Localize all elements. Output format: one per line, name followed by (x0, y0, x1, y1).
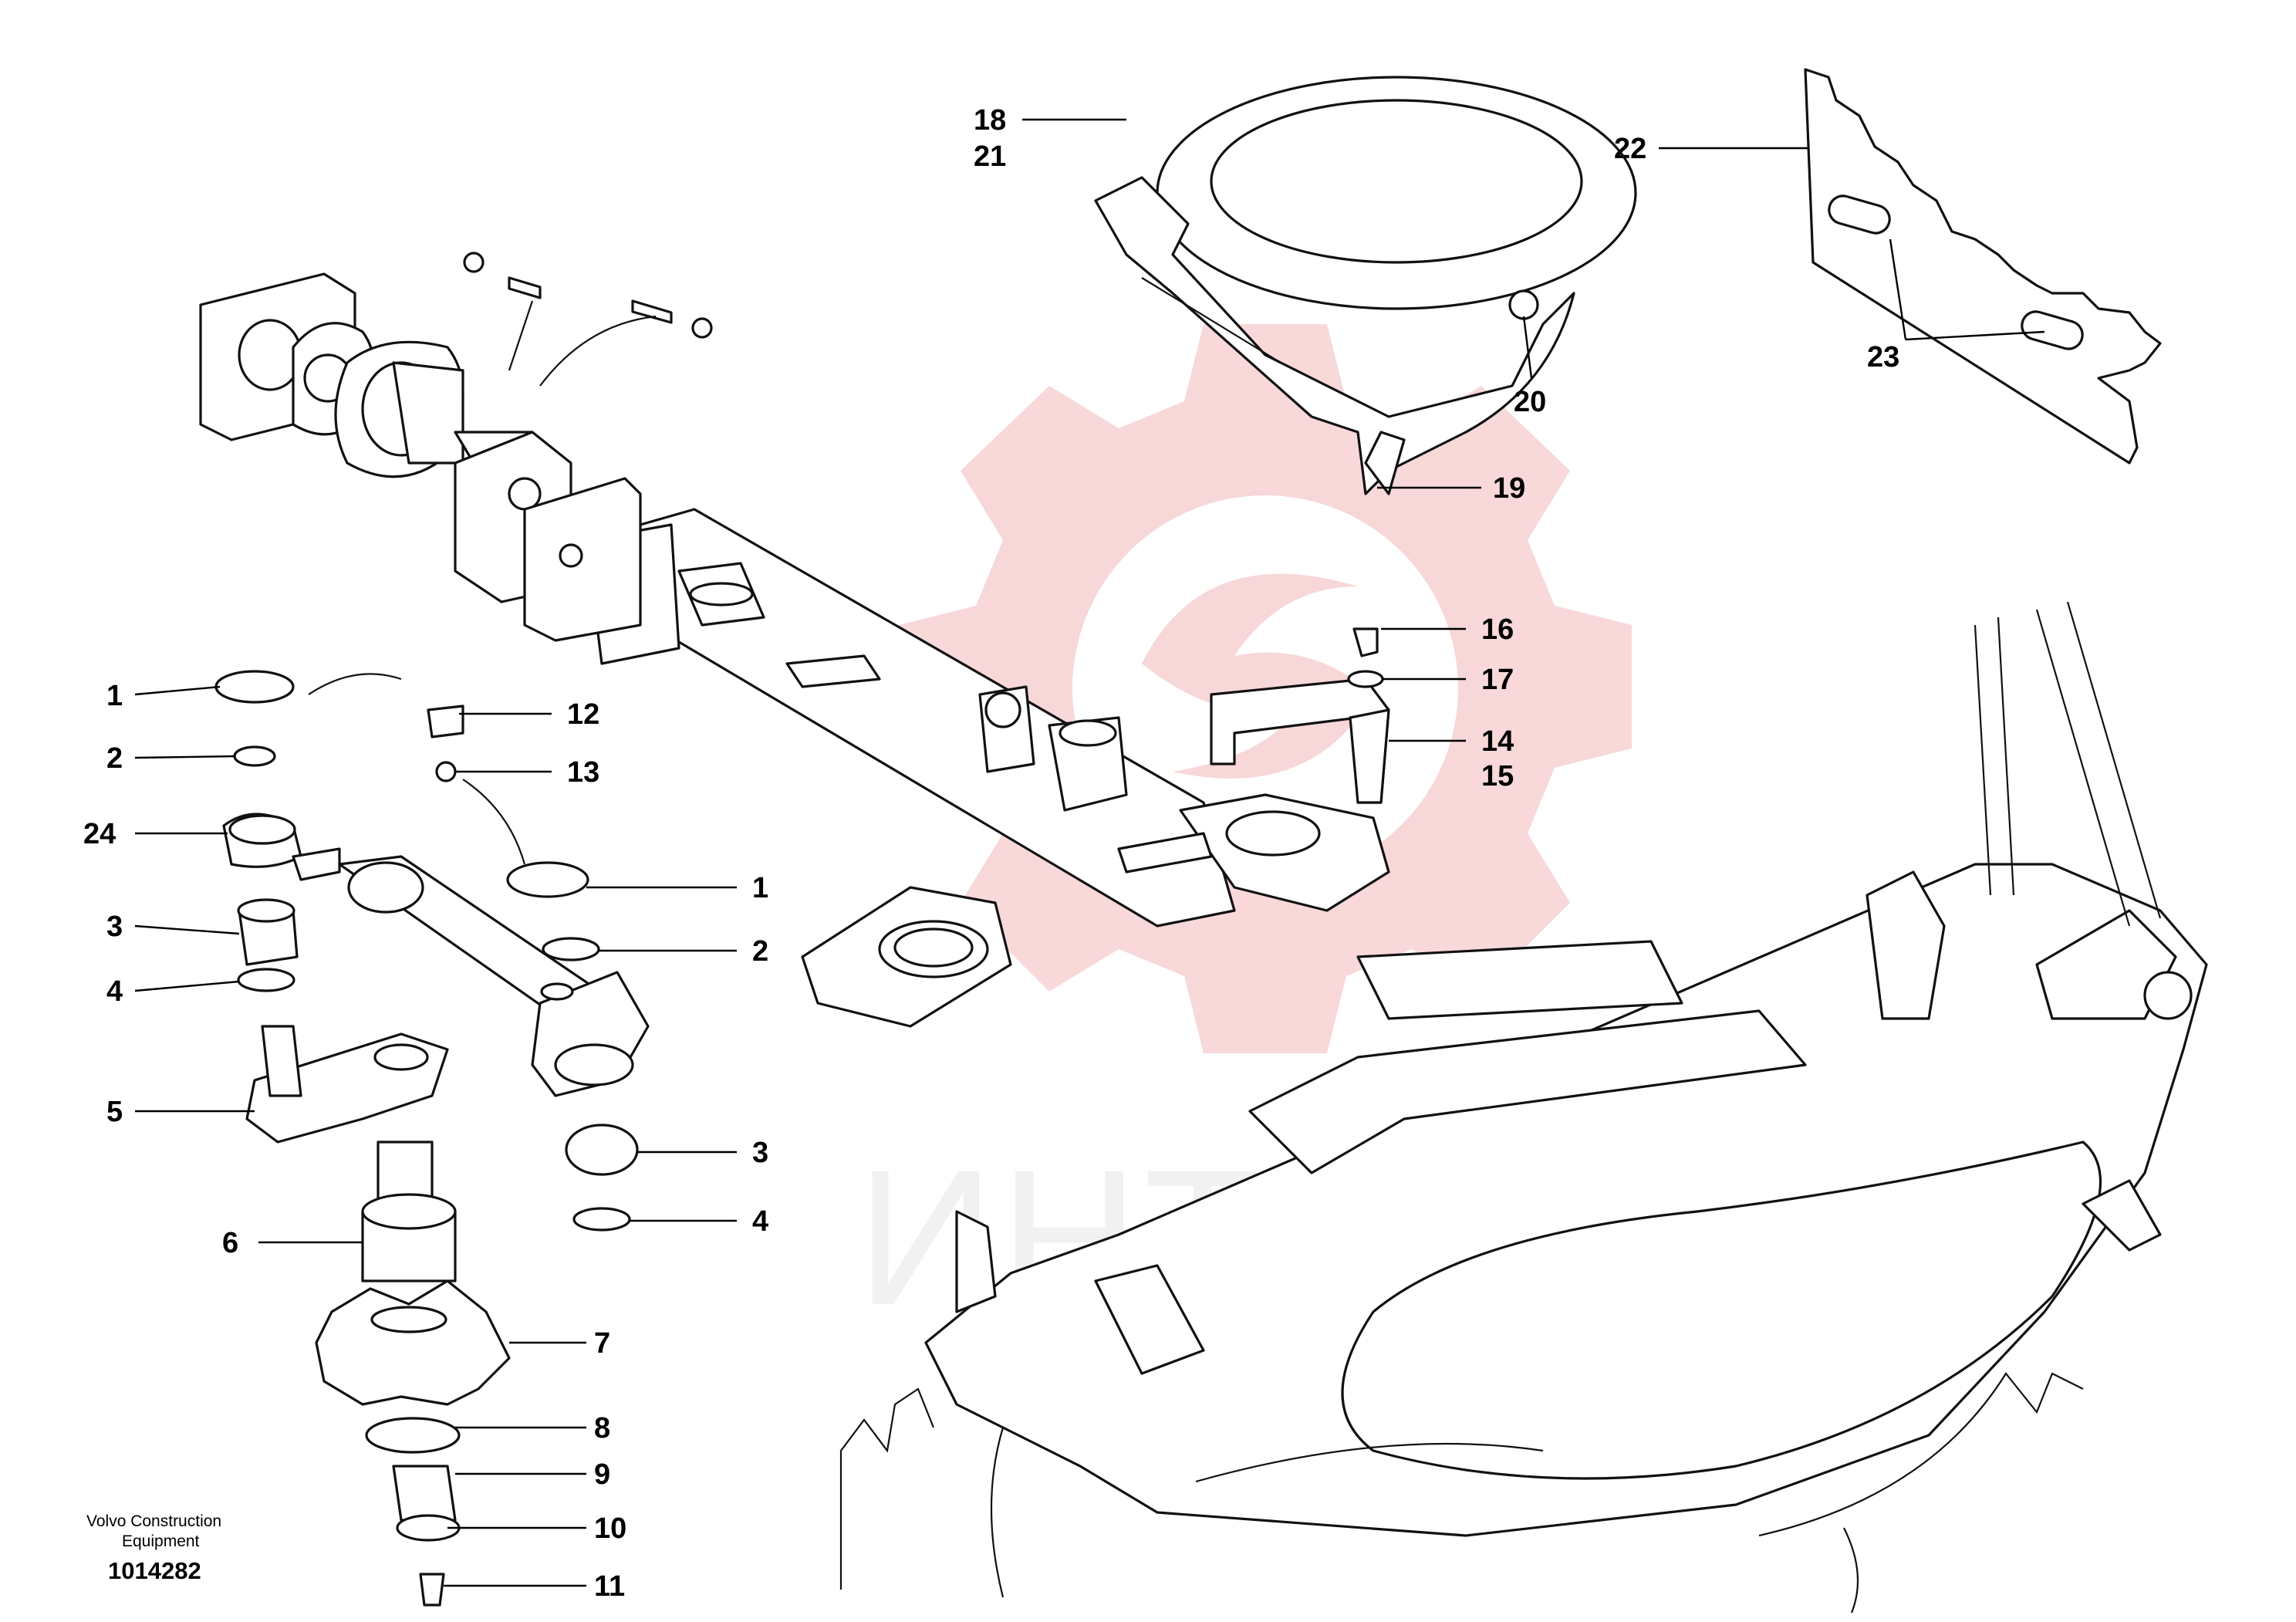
lower-chassis-frame (839, 601, 2208, 1614)
callout-3-right: 3 (752, 1137, 768, 1169)
callout-12: 12 (567, 698, 599, 731)
callout-22: 22 (1614, 133, 1646, 165)
small-parts-column (214, 670, 639, 1607)
callout-5: 5 (106, 1096, 123, 1128)
callout-17: 17 (1481, 664, 1514, 696)
credit-line-2: Equipment (122, 1532, 200, 1550)
steering-cylinder (222, 813, 650, 1097)
callout-labels: 1 2 24 3 4 5 6 7 8 9 10 11 12 13 1 2 3 4… (83, 104, 1899, 1603)
callout-16: 16 (1481, 613, 1514, 646)
callout-23: 23 (1867, 341, 1899, 373)
callout-2-upper: 2 (106, 742, 123, 775)
credit-line-1: Volvo Construction (86, 1512, 221, 1530)
ring-gear-assembly (1094, 76, 1637, 495)
document-code: 1014282 (108, 1557, 201, 1584)
callout-9: 9 (594, 1458, 610, 1491)
rack-plate (1804, 68, 2162, 465)
callout-18: 18 (974, 104, 1006, 137)
callout-1-upper: 1 (106, 680, 123, 712)
callout-11: 11 (594, 1570, 625, 1603)
callout-6: 6 (222, 1227, 238, 1259)
axle-beam (585, 508, 1390, 1028)
callout-1-lower: 1 (752, 872, 768, 904)
leader-lines (134, 118, 2045, 1587)
callout-8: 8 (594, 1412, 610, 1445)
callout-10: 10 (594, 1512, 626, 1545)
hub-flange-assembly (199, 252, 713, 642)
callout-4-left: 4 (106, 975, 123, 1008)
callout-15: 15 (1481, 760, 1514, 792)
callout-19: 19 (1493, 472, 1525, 505)
callout-2-lower: 2 (752, 935, 768, 968)
document-credit: Volvo Construction Equipment 1014282 (86, 1512, 221, 1584)
callout-20: 20 (1514, 386, 1546, 418)
callout-4-right: 4 (752, 1205, 768, 1238)
mounting-bracket (1210, 627, 1390, 804)
callout-13: 13 (567, 756, 599, 789)
callout-24: 24 (83, 818, 116, 850)
callout-7: 7 (594, 1327, 610, 1360)
callout-21: 21 (974, 140, 1006, 173)
callout-3-left: 3 (106, 911, 123, 943)
callout-14: 14 (1481, 725, 1514, 758)
